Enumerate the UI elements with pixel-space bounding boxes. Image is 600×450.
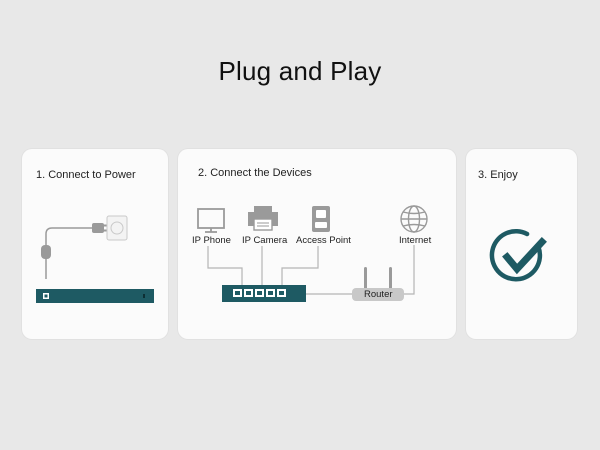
power-illustration	[36, 215, 154, 303]
device-label-ip-phone: IP Phone	[192, 235, 231, 246]
step-label-enjoy: 3. Enjoy	[478, 169, 518, 181]
devices-illustration	[197, 205, 428, 302]
power-plug-icon	[92, 223, 108, 233]
router-label: Router	[364, 289, 393, 300]
step-card-enjoy: 3. Enjoy	[466, 149, 577, 339]
device-label-ip-camera: IP Camera	[242, 235, 288, 246]
globe-icon	[400, 205, 428, 233]
connection-lines	[207, 245, 415, 295]
device-label-internet: Internet	[399, 235, 432, 246]
router-icon	[352, 267, 404, 301]
wall-outlet-icon	[106, 215, 128, 241]
switch-icon	[222, 285, 306, 302]
switch-device-icon	[36, 289, 154, 303]
checkmark-icon	[489, 228, 547, 282]
enjoy-illustration	[489, 228, 547, 282]
page-title: Plug and Play	[218, 56, 382, 86]
access-point-icon	[312, 206, 330, 232]
printer-icon	[248, 206, 278, 231]
cable-adapter-icon	[41, 245, 51, 259]
device-label-access-point: Access Point	[296, 235, 351, 246]
step-card-power: 1. Connect to Power	[22, 149, 168, 339]
step-label-power: 1. Connect to Power	[36, 169, 136, 181]
step-card-devices: 2. Connect the Devices	[178, 149, 456, 339]
step-label-devices: 2. Connect the Devices	[198, 167, 312, 179]
power-cable	[45, 227, 92, 246]
monitor-icon	[197, 208, 225, 233]
